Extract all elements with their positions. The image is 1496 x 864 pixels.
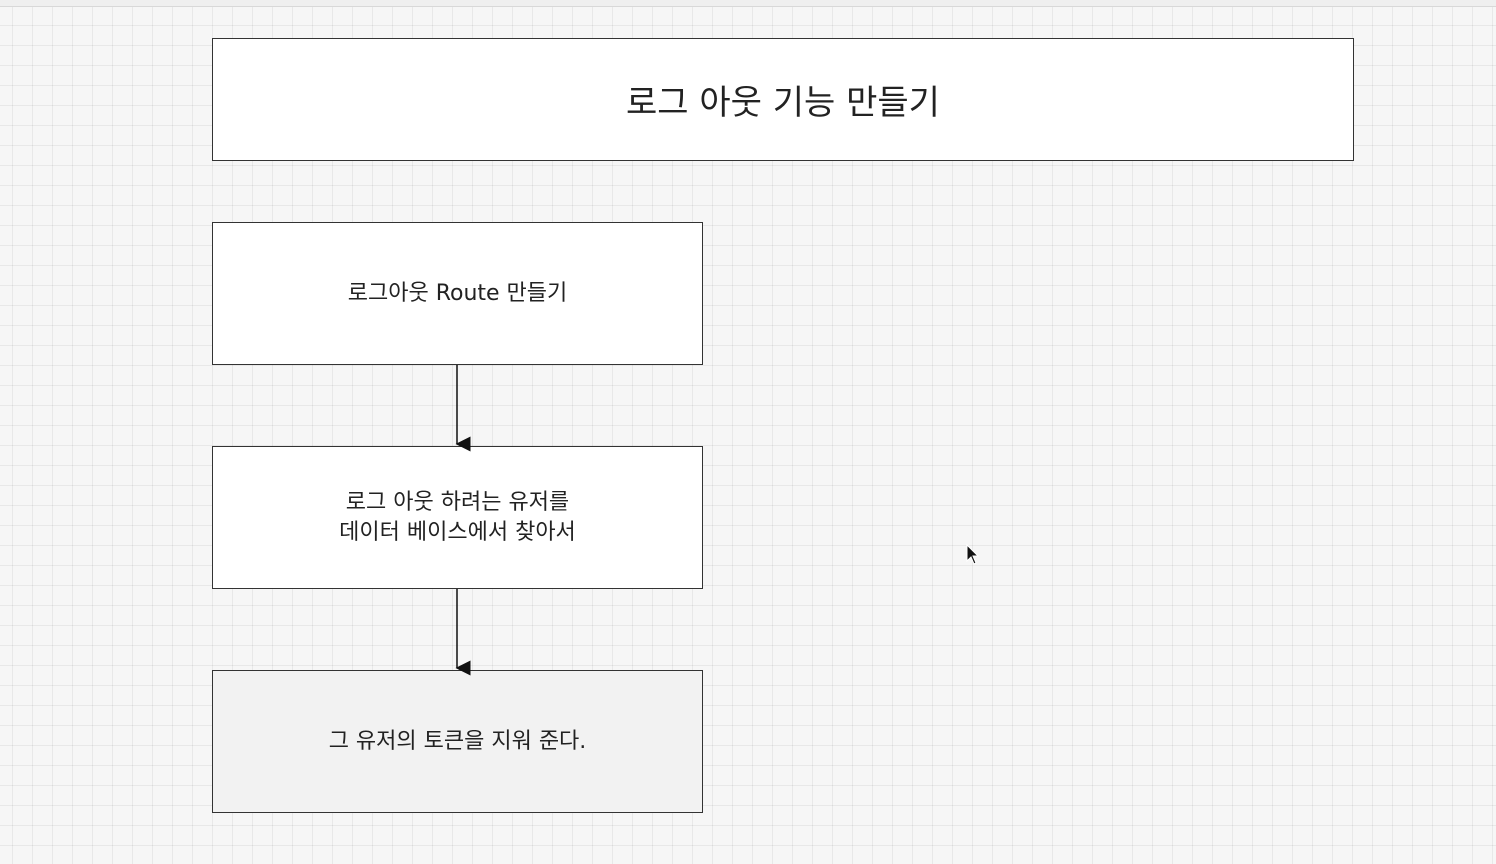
step-box-create-logout-route[interactable]: 로그아웃 Route 만들기 [212,222,703,365]
mouse-cursor-icon [966,544,980,565]
step-label: 로그아웃 Route 만들기 [347,280,568,306]
window-top-edge [0,0,1496,7]
diagram-title: 로그 아웃 기능 만들기 [626,83,940,123]
step-box-find-user-in-database[interactable]: 로그 아웃 하려는 유저를 데이터 베이스에서 찾아서 [212,446,703,589]
step-label: 그 유저의 토큰을 지워 준다. [328,728,587,754]
diagram-title-box[interactable]: 로그 아웃 기능 만들기 [212,38,1354,161]
step-box-delete-user-token[interactable]: 그 유저의 토큰을 지워 준다. [212,670,703,813]
step-label: 로그 아웃 하려는 유저를 데이터 베이스에서 찾아서 [339,489,576,545]
